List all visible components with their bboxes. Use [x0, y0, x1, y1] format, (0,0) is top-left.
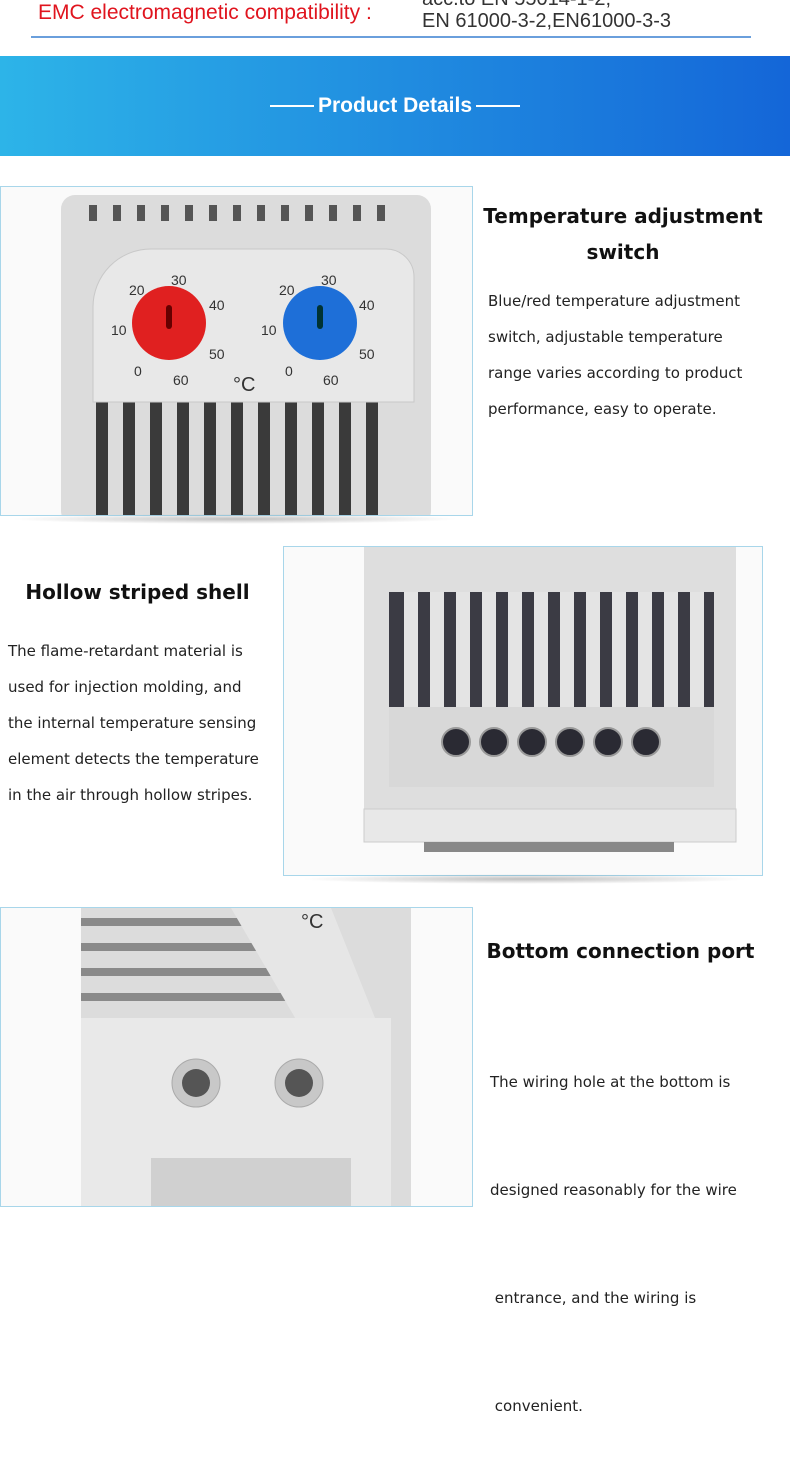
product-image-port: °C [0, 907, 473, 1207]
description-line: The flame-retardant material is [8, 642, 243, 660]
svg-text:60: 60 [323, 372, 339, 388]
spec-value-line-2: EN 61000-3-2,EN61000-3-3 [422, 10, 672, 32]
section-title: Temperature adjustment switch [483, 204, 763, 264]
description-line: range varies according to product [488, 364, 743, 382]
svg-text:50: 50 [209, 346, 225, 362]
product-image-shell [283, 546, 763, 876]
svg-text:40: 40 [359, 297, 375, 313]
spec-label: EMC electromagnetic compatibility : [38, 1, 372, 24]
description-line: switch, adjustable temperature [488, 328, 723, 346]
section-description: The wiring hole at the bottom is designe… [490, 992, 737, 1460]
description-line: the internal temperature sensing [8, 714, 257, 732]
section-title: Hollow striped shell [25, 580, 250, 604]
svg-text:20: 20 [279, 282, 295, 298]
image-shadow [300, 874, 750, 884]
section-description: The flame-retardant material is used for… [8, 633, 259, 813]
banner-title: Product Details [317, 94, 473, 117]
svg-text:30: 30 [321, 272, 337, 288]
spec-value: acc.to EN 55014-1-2, EN 61000-3-2,EN6100… [422, 0, 671, 32]
svg-text:10: 10 [111, 322, 127, 338]
svg-text:60: 60 [173, 372, 189, 388]
description-line: in the air through hollow stripes. [8, 786, 253, 804]
unit-label: °C [301, 911, 323, 933]
description-line: performance, easy to operate. [488, 400, 717, 418]
svg-text:40: 40 [209, 297, 225, 313]
svg-text:0: 0 [134, 363, 142, 379]
svg-text:°C: °C [233, 374, 255, 396]
section-title: Bottom connection port [486, 939, 755, 963]
description-line: convenient. [490, 1397, 583, 1415]
description-line: used for injection molding, and [8, 678, 242, 696]
decor-line [269, 105, 314, 107]
description-line: designed reasonably for the wire [490, 1181, 737, 1199]
description-line: The wiring hole at the bottom is [490, 1073, 731, 1091]
description-line: element detects the temperature [8, 750, 259, 768]
svg-text:10: 10 [261, 322, 277, 338]
section-banner: Product Details [0, 56, 790, 156]
image-shadow [10, 514, 460, 524]
description-line: Blue/red temperature adjustment [488, 292, 740, 310]
decor-line [476, 105, 521, 107]
section-description: Blue/red temperature adjustment switch, … [488, 283, 742, 427]
svg-text:0: 0 [285, 363, 293, 379]
product-image-dials: 20 30 40 10 50 0 60 20 30 40 10 50 0 60 °C [0, 186, 473, 516]
svg-text:50: 50 [359, 346, 375, 362]
description-line: entrance, and the wiring is [490, 1289, 697, 1307]
divider [31, 36, 751, 38]
svg-text:30: 30 [171, 272, 187, 288]
spec-value-line-1: acc.to EN 55014-1-2, [422, 0, 671, 10]
svg-text:20: 20 [129, 282, 145, 298]
